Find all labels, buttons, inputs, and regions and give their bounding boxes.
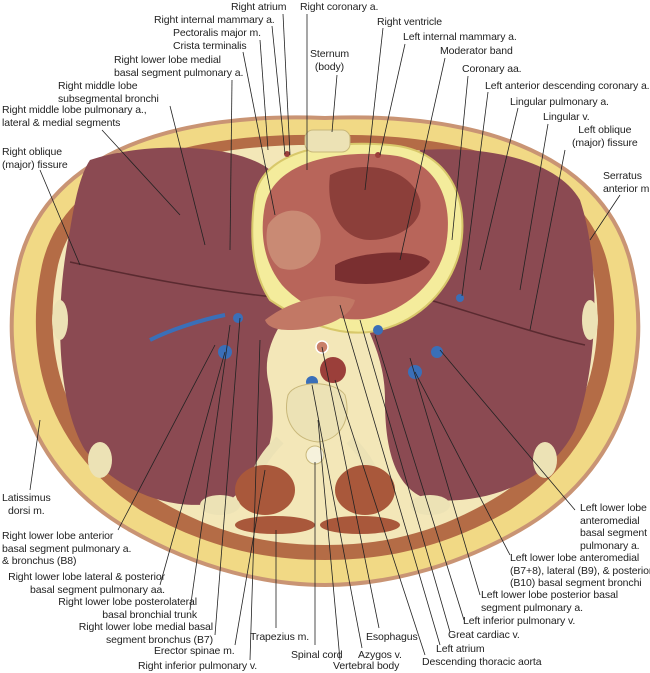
label-line: Left oblique — [578, 124, 632, 136]
label-line: Right middle lobe — [58, 80, 138, 92]
label-sternum: Sternum(body) — [310, 48, 349, 73]
label-line: pulmonary a. — [580, 539, 640, 552]
label-line: (B7+8), lateral (B9), & posterior — [510, 564, 650, 577]
label-line: Right lower lobe posterolateral — [58, 596, 197, 608]
label-great-cardiac-v: Great cardiac v. — [448, 629, 520, 641]
label-vertebral-body: Vertebral body — [333, 660, 400, 672]
label-line: Left lower lobe posterior basal — [481, 589, 618, 601]
label-right-ventricle: Right ventricle — [377, 16, 443, 28]
label-right-oblique-fissure: Right oblique(major) fissure — [2, 146, 68, 171]
trapezius — [235, 516, 315, 534]
right-oblique-fissure — [69, 261, 301, 301]
label-left-inferior-pv: Left inferior pulmonary v. — [463, 615, 576, 627]
label-line: Left lower lobe — [580, 502, 647, 514]
label-lingular-pa: Lingular pulmonary a. — [510, 96, 609, 108]
label-line: & bronchus (B8) — [2, 555, 77, 567]
label-line: basal segment pulmonary a. — [2, 542, 132, 555]
label-line: (major) fissure — [2, 158, 68, 171]
label-line: basal segment pulmonary aa. — [29, 583, 165, 596]
label-right-atrium: Right atrium — [231, 1, 287, 13]
label-line: Right lower lobe lateral & posterior — [8, 571, 165, 583]
leader-lines — [29, 13, 621, 661]
label-erector-spinae: Erector spinae m. — [154, 645, 235, 657]
label-line: Right lower lobe medial — [114, 54, 221, 66]
left-ventricle-cavity — [335, 252, 430, 284]
label-left-internal-mammary-a: Left internal mammary a. — [403, 31, 517, 43]
label-line: Right middle lobe pulmonary a., — [2, 104, 147, 116]
label-line: subsegmental bronchi — [58, 92, 159, 105]
descending-aorta — [320, 357, 346, 383]
label-line: Left lower lobe anteromedial — [510, 552, 640, 564]
label-esophagus: Esophagus — [366, 631, 418, 643]
label-right-internal-mammary-a: Right internal mammary a. — [154, 14, 275, 26]
label-line: Serratus — [603, 170, 642, 182]
label-moderator-band: Moderator band — [440, 45, 513, 57]
label-line: Right lower lobe anterior — [2, 530, 114, 542]
label-line: (B10) basal segment bronchi — [510, 577, 642, 589]
label-rml-pa: Right middle lobe pulmonary a.,lateral &… — [2, 104, 147, 129]
left-atrium — [265, 296, 355, 330]
erector-spinae-left — [335, 465, 395, 515]
label-line: (major) fissure — [572, 136, 638, 149]
label-line: anterior m. — [603, 182, 650, 195]
label-crista-terminalis: Crista terminalis — [173, 40, 247, 52]
right-atrium-cavity — [266, 210, 321, 270]
label-line: Right oblique — [2, 146, 62, 158]
left-lung — [360, 149, 595, 501]
label-line: anteromedial — [580, 514, 640, 527]
label-line: (body) — [314, 60, 345, 73]
label-lll-bronchi: Left lower lobe anteromedial(B7+8), late… — [510, 552, 650, 590]
label-line: segment pulmonary a. — [481, 601, 583, 614]
label-right-coronary-a: Right coronary a. — [300, 1, 379, 13]
label-line: segment bronchus (B7) — [105, 633, 213, 646]
label-left-atrium: Left atrium — [436, 643, 485, 655]
label-coronary-aa: Coronary aa. — [462, 63, 522, 75]
label-lad: Left anterior descending coronary a. — [485, 80, 650, 92]
label-line: lateral & medial segments — [2, 116, 121, 129]
label-line: Latissimus — [2, 492, 51, 504]
label-line: Right lower lobe medial basal — [78, 621, 213, 633]
left-oblique-fissure — [429, 299, 586, 346]
label-line: basal bronchial trunk — [102, 608, 197, 621]
label-line: dorsi m. — [8, 504, 45, 517]
erector-spinae-right — [235, 465, 295, 515]
label-line: basal segment — [580, 527, 647, 539]
label-trapezius: Trapezius m. — [250, 631, 310, 643]
label-right-inferior-pv: Right inferior pulmonary v. — [138, 660, 258, 672]
label-azygos-v: Azygos v. — [358, 649, 402, 661]
label-pectoralis-major: Pectoralis major m. — [173, 27, 261, 39]
label-left-oblique-fissure: Left oblique(major) fissure — [572, 124, 638, 149]
label-lingular-v: Lingular v. — [543, 111, 590, 123]
label-descending-aorta: Descending thoracic aorta — [422, 656, 542, 668]
label-spinal-cord: Spinal cord — [291, 649, 343, 661]
label-line: Sternum — [310, 48, 349, 60]
vertebral-body — [286, 383, 348, 443]
sternum — [304, 129, 351, 153]
right-ventricle-cavity — [329, 167, 421, 240]
label-line: basal segment pulmonary a. — [114, 66, 244, 79]
